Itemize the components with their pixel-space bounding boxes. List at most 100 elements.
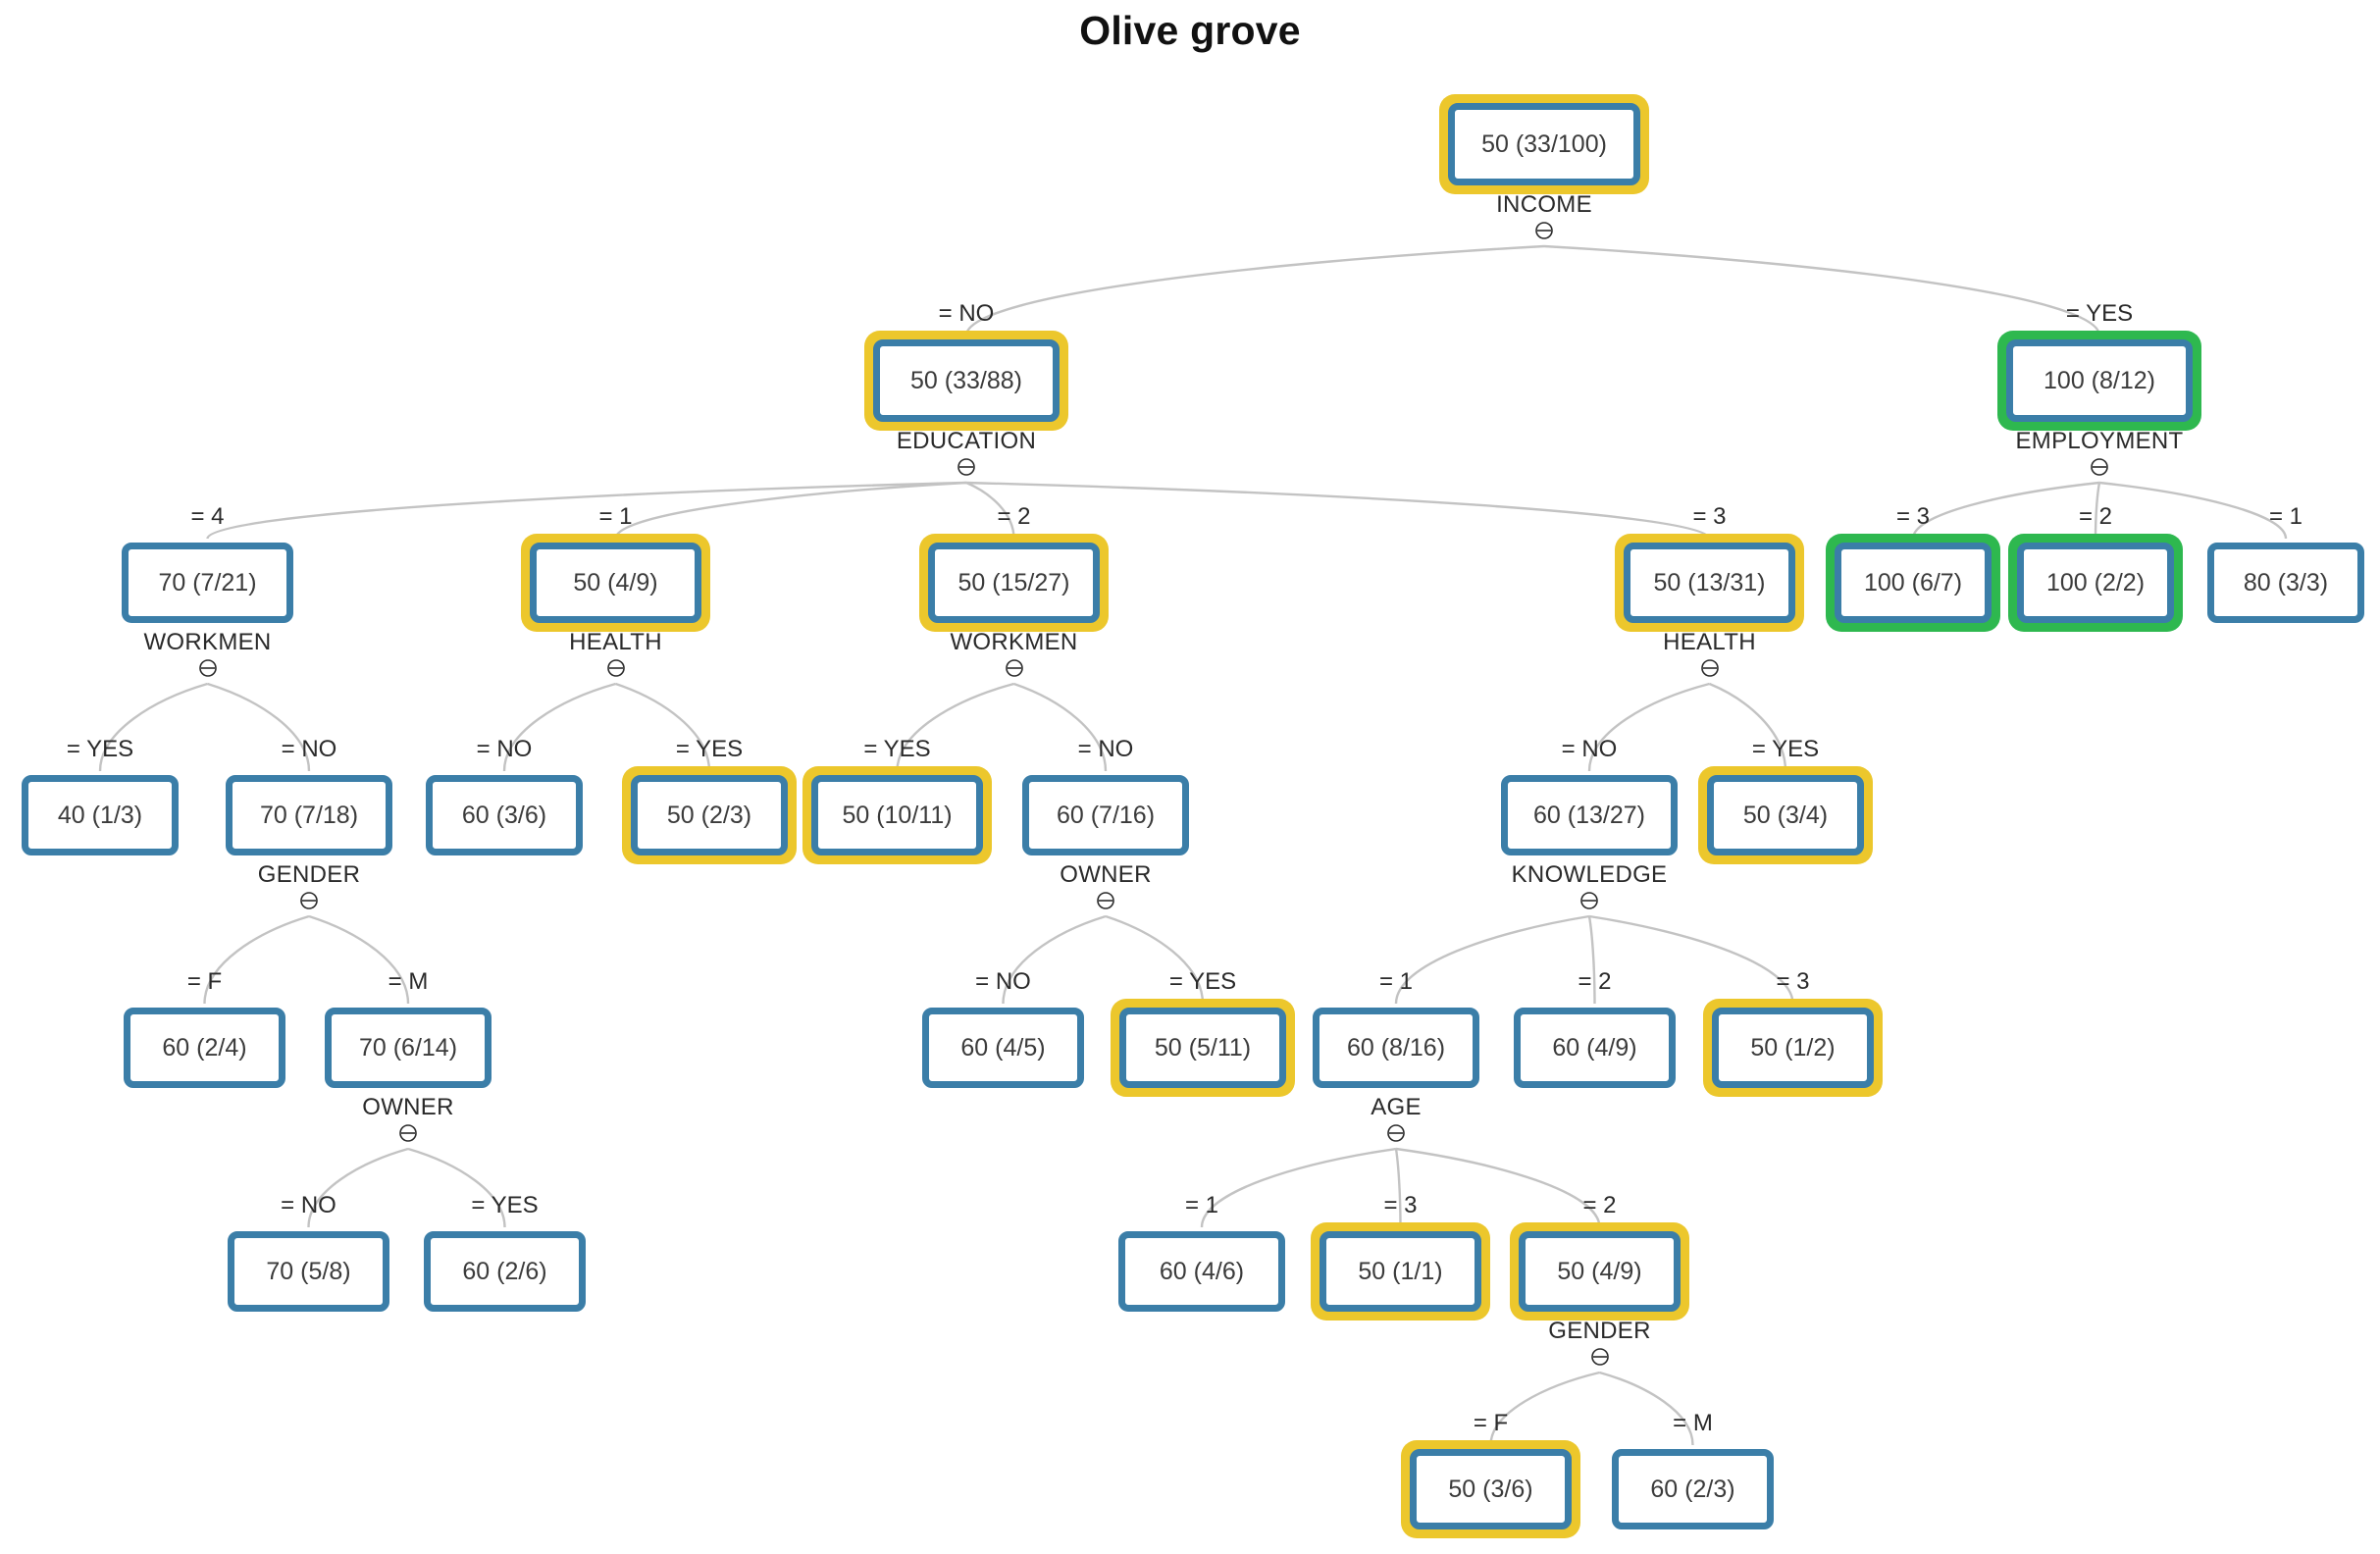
edge-value-label: = YES	[2065, 300, 2134, 327]
node-split-attribute: EDUCATION	[819, 428, 1113, 478]
split-attribute-label: HEALTH	[569, 629, 662, 655]
edge-value-label: = YES	[675, 736, 744, 762]
tree-node[interactable]: 50 (4/9)	[1519, 1231, 1681, 1312]
edge-value-label: = 1	[2268, 503, 2303, 530]
tree-node[interactable]: 60 (8/16)	[1313, 1008, 1479, 1088]
edge-value-label: = 3	[1383, 1192, 1418, 1218]
collapse-circle-icon[interactable]	[1533, 220, 1555, 241]
tree-node[interactable]: 50 (15/27)	[928, 543, 1100, 623]
node-split-attribute: OWNER	[261, 1095, 555, 1144]
split-attribute-label: WORKMEN	[143, 629, 272, 655]
collapse-circle-icon[interactable]	[956, 456, 977, 478]
tree-node[interactable]: 60 (4/9)	[1514, 1008, 1676, 1088]
edge-value-label: = YES	[471, 1192, 539, 1218]
tree-node[interactable]: 50 (1/2)	[1712, 1008, 1874, 1088]
tree-node[interactable]: 50 (33/100)	[1448, 103, 1640, 185]
tree-node[interactable]: 60 (13/27)	[1501, 775, 1678, 855]
collapse-circle-icon[interactable]	[1004, 657, 1025, 679]
node-split-attribute: AGE	[1249, 1094, 1543, 1144]
node-label: 60 (4/9)	[1552, 1033, 1637, 1062]
node-label: 60 (8/16)	[1346, 1033, 1446, 1062]
collapse-circle-icon[interactable]	[1095, 890, 1116, 911]
edge-value-label: = NO	[281, 1192, 336, 1218]
node-split-attribute: WORKMEN	[867, 629, 1162, 679]
tree-node[interactable]: 50 (5/11)	[1119, 1008, 1286, 1088]
tree-node[interactable]: 60 (2/3)	[1612, 1449, 1774, 1529]
node-split-attribute: HEALTH	[1563, 630, 1857, 679]
tree-node[interactable]: 60 (3/6)	[426, 775, 583, 855]
node-label: 60 (13/27)	[1533, 801, 1645, 829]
node-label: 50 (4/9)	[573, 568, 658, 596]
tree-node[interactable]: 60 (2/4)	[124, 1008, 285, 1088]
node-split-attribute: OWNER	[958, 862, 1253, 911]
edge-value-label: = NO	[1077, 736, 1134, 762]
tree-node[interactable]: 60 (2/6)	[424, 1231, 586, 1312]
edge-value-label: = M	[1673, 1410, 1713, 1436]
tree-node[interactable]: 100 (8/12)	[2006, 339, 2193, 422]
tree-node[interactable]: 70 (7/21)	[122, 543, 293, 623]
node-label: 60 (4/5)	[960, 1033, 1046, 1062]
tree-node[interactable]: 50 (3/4)	[1707, 775, 1864, 855]
tree-node[interactable]: 50 (1/1)	[1319, 1231, 1481, 1312]
tree-node[interactable]: 70 (6/14)	[325, 1008, 492, 1088]
node-label: 60 (7/16)	[1056, 801, 1156, 829]
split-attribute-label: EDUCATION	[896, 428, 1037, 454]
node-label: 80 (3/3)	[2243, 568, 2329, 596]
tree-node[interactable]: 50 (10/11)	[811, 775, 983, 855]
node-label: 100 (8/12)	[2044, 366, 2155, 394]
node-split-attribute: KNOWLEDGE	[1442, 862, 1736, 911]
edge-value-label: = 1	[598, 503, 633, 530]
node-label: 60 (2/4)	[162, 1033, 247, 1062]
tree-node[interactable]: 50 (3/6)	[1410, 1449, 1572, 1529]
node-split-attribute: WORKMEN	[61, 629, 355, 679]
node-label: 50 (3/6)	[1448, 1475, 1533, 1503]
collapse-circle-icon[interactable]	[605, 657, 627, 679]
collapse-circle-icon[interactable]	[197, 657, 219, 679]
collapse-circle-icon[interactable]	[1699, 657, 1721, 679]
split-attribute-label: GENDER	[257, 861, 361, 888]
tree-node[interactable]: 50 (2/3)	[631, 775, 788, 855]
edge-value-label: = YES	[66, 736, 134, 762]
edge-value-label: = NO	[975, 968, 1031, 995]
collapse-circle-icon[interactable]	[397, 1122, 419, 1144]
split-attribute-label: INCOME	[1496, 191, 1592, 218]
edge-value-label: = NO	[281, 736, 337, 762]
tree-node[interactable]: 60 (7/16)	[1022, 775, 1189, 855]
tree-node[interactable]: 100 (6/7)	[1835, 543, 1992, 623]
collapse-circle-icon[interactable]	[1589, 1346, 1611, 1368]
collapse-circle-icon[interactable]	[1385, 1122, 1407, 1144]
tree-node[interactable]: 50 (33/88)	[873, 339, 1060, 422]
tree-node[interactable]: 80 (3/3)	[2207, 543, 2364, 623]
node-label: 70 (7/21)	[158, 568, 257, 596]
edge-value-label: = 3	[1895, 503, 1931, 530]
tree-node[interactable]: 50 (13/31)	[1624, 543, 1795, 623]
edge-value-label: = NO	[476, 736, 533, 762]
tree-node[interactable]: 70 (7/18)	[226, 775, 392, 855]
tree-node[interactable]: 60 (4/5)	[922, 1008, 1084, 1088]
node-label: 50 (3/4)	[1742, 801, 1829, 829]
node-label: 50 (15/27)	[957, 568, 1070, 596]
tree-node[interactable]: 40 (1/3)	[22, 775, 179, 855]
split-attribute-label: WORKMEN	[950, 629, 1078, 655]
node-label: 50 (13/31)	[1653, 568, 1766, 596]
tree-node[interactable]: 50 (4/9)	[530, 543, 701, 623]
edge-value-label: = YES	[1168, 968, 1237, 995]
collapse-circle-icon[interactable]	[2089, 456, 2110, 478]
split-attribute-label: AGE	[1371, 1094, 1422, 1120]
node-label: 70 (6/14)	[358, 1033, 458, 1062]
node-label: 50 (33/100)	[1481, 130, 1607, 158]
node-label: 50 (2/3)	[666, 801, 752, 829]
split-attribute-label: GENDER	[1548, 1318, 1651, 1344]
tree-node[interactable]: 60 (4/6)	[1118, 1231, 1285, 1312]
edge-value-label: = 2	[997, 503, 1031, 530]
tree-node[interactable]: 100 (2/2)	[2017, 543, 2174, 623]
node-label: 40 (1/3)	[57, 801, 143, 829]
tree-node[interactable]: 70 (5/8)	[228, 1231, 389, 1312]
node-split-attribute: HEALTH	[469, 629, 763, 679]
node-split-attribute: GENDER	[1453, 1318, 1747, 1368]
collapse-circle-icon[interactable]	[298, 890, 320, 911]
edge-value-label: = NO	[1561, 736, 1618, 762]
collapse-circle-icon[interactable]	[1578, 890, 1600, 911]
edge-value-label: = F	[1473, 1410, 1509, 1436]
